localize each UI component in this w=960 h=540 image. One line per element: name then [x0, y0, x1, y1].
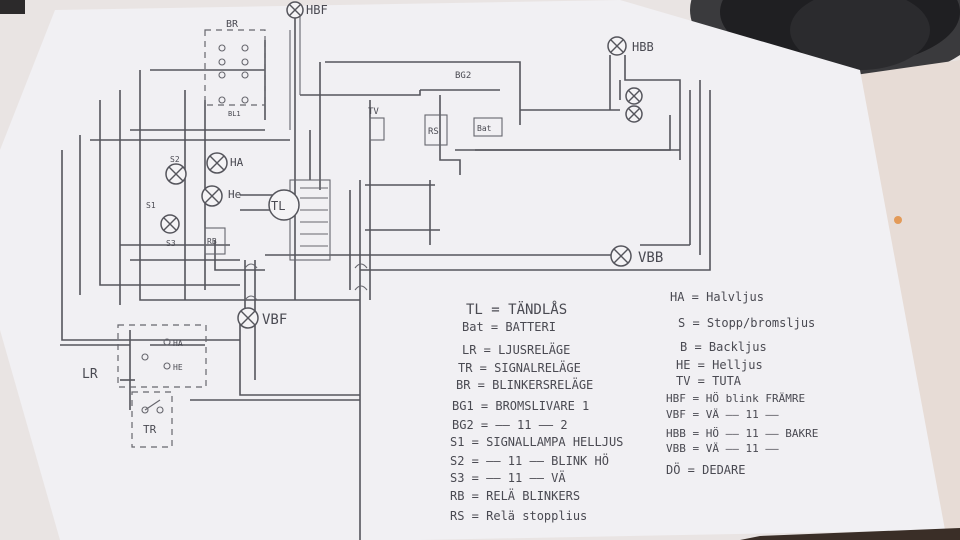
svg-text:RB = RELÄ BLINKERS: RB = RELÄ BLINKERS	[450, 488, 580, 503]
label-vbb: VBB	[638, 250, 663, 266]
label-rs: RS	[428, 127, 439, 137]
label-s3: S3	[166, 239, 176, 248]
horn	[369, 117, 385, 141]
svg-text:HBF = HÖ blink FRÄMRE: HBF = HÖ blink FRÄMRE	[666, 392, 805, 405]
label-lr-ha: HA	[173, 339, 183, 348]
relay-rs	[424, 114, 448, 146]
label-bl1: BL1	[228, 110, 241, 118]
br-switches	[218, 44, 249, 104]
lamp-s2	[160, 214, 180, 234]
label-tr: TR	[143, 423, 157, 436]
label-hbb: HBB	[632, 40, 654, 54]
lamp-rear-s	[625, 87, 643, 105]
svg-text:BG1 = BROMSLIVARE 1: BG1 = BROMSLIVARE 1	[452, 399, 589, 413]
label-hbf: HBF	[306, 3, 328, 17]
svg-text:HA = Halvljus: HA = Halvljus	[670, 290, 764, 304]
svg-text:BR = BLINKERSRELÄGE: BR = BLINKERSRELÄGE	[456, 377, 593, 392]
svg-text:RS = Relä stopplius: RS = Relä stopplius	[450, 509, 587, 523]
svg-text:VBB = VÄ —— 11 ——: VBB = VÄ —— 11 ——	[666, 442, 779, 455]
lamp-he	[201, 185, 223, 207]
tr-box	[131, 391, 173, 448]
svg-text:S1 = SIGNALLAMPA HELLJUS: S1 = SIGNALLAMPA HELLJUS	[450, 435, 623, 449]
label-rb: RB	[207, 237, 217, 246]
svg-text:TV = TUTA: TV = TUTA	[676, 374, 742, 388]
lamp-ha	[206, 152, 228, 174]
lamp-hbb	[607, 36, 627, 56]
label-bat: Bat	[477, 124, 492, 133]
label-ha: HA	[230, 156, 244, 169]
lamp-hbf	[286, 1, 304, 19]
label-tl: TL	[271, 199, 285, 213]
svg-text:TL = TÄNDLÅS: TL = TÄNDLÅS	[466, 300, 567, 318]
label-s1: S1	[146, 201, 156, 210]
label-vbf: VBF	[262, 312, 287, 328]
svg-text:HE = Helljus: HE = Helljus	[676, 358, 763, 372]
svg-text:S3 = —— 11 —— VÄ: S3 = —— 11 —— VÄ	[450, 470, 566, 485]
svg-text:Bat = BATTERI: Bat = BATTERI	[462, 320, 556, 334]
battery	[473, 117, 503, 137]
svg-text:S = Stopp/bromsljus: S = Stopp/bromsljus	[678, 316, 815, 330]
svg-text:LR = LJUSRELÄGE: LR = LJUSRELÄGE	[462, 342, 570, 357]
lamp-vbb	[610, 245, 632, 267]
svg-text:HBB = HÖ —— 11 —— BAKRE: HBB = HÖ —— 11 —— BAKRE	[666, 427, 818, 440]
svg-text:DÖ = DEDARE: DÖ = DEDARE	[666, 461, 745, 477]
lamp-s1	[165, 163, 187, 185]
legend-left: TL = TÄNDLÅS Bat = BATTERI LR = LJUSRELÄ…	[450, 300, 623, 523]
label-s2: S2	[170, 155, 180, 164]
label-he: He	[228, 188, 241, 201]
lr-box	[117, 324, 207, 388]
br-box	[204, 29, 266, 106]
label-lr: LR	[82, 367, 98, 382]
legend-right: HA = Halvljus S = Stopp/bromsljus B = Ba…	[666, 290, 818, 477]
label-lr-he: HE	[173, 363, 183, 372]
label-br: BR	[226, 19, 239, 30]
lamp-vbf	[237, 307, 259, 329]
svg-text:TR = SIGNALRELÄGE: TR = SIGNALRELÄGE	[458, 360, 581, 375]
label-bg2: BG2	[455, 71, 471, 81]
svg-text:B = Backljus: B = Backljus	[680, 340, 767, 354]
svg-text:VBF = VÄ —— 11 ——: VBF = VÄ —— 11 ——	[666, 408, 779, 421]
ignition-switch	[268, 179, 331, 261]
label-tv: TV	[368, 107, 379, 117]
relay-rb	[204, 227, 226, 255]
svg-text:BG2 = —— 11 —— 2: BG2 = —— 11 —— 2	[452, 418, 568, 432]
svg-text:S2 = —— 11 —— BLINK HÖ: S2 = —— 11 —— BLINK HÖ	[450, 452, 609, 468]
lamp-rear-b	[625, 105, 643, 123]
